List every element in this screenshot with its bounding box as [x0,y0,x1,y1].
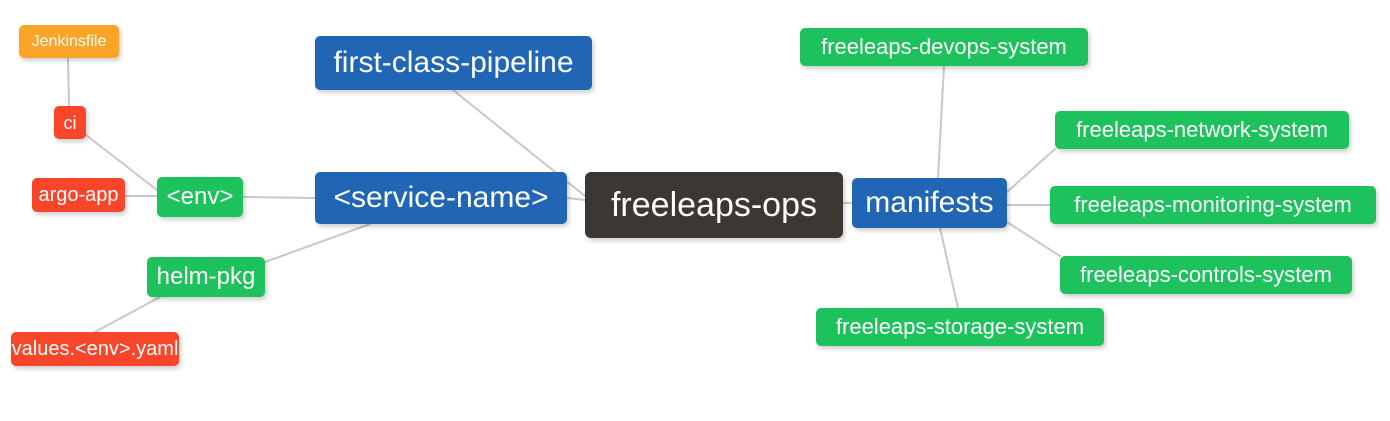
mindmap-node-helm-pkg[interactable]: helm-pkg [147,257,265,297]
mindmap-node-argo-app[interactable]: argo-app [32,178,125,212]
mindmap-node-label: argo-app [38,184,119,206]
mindmap-node-service-name[interactable]: <service-name> [315,172,567,224]
mindmap-node-label: <service-name> [333,181,549,214]
edge-manifests-to-freeleaps-devops-system [937,65,945,179]
mindmap-node-label: first-class-pipeline [333,46,574,79]
edge-helm-pkg-to-values-env-yaml [94,296,161,333]
mindmap-node-label: ci [63,112,77,133]
mindmap-node-label: freeleaps-controls-system [1080,262,1332,287]
mindmap-node-freeleaps-storage-system[interactable]: freeleaps-storage-system [816,308,1104,346]
mindmap-node-label: freeleaps-monitoring-system [1074,192,1352,217]
mindmap-node-manifests[interactable]: manifests [852,178,1007,228]
mindmap-node-label: Jenkinsfile [31,32,107,50]
edge-freeleaps-ops-to-service-name [566,197,586,201]
mindmap-node-env[interactable]: <env> [157,177,243,217]
mindmap-node-label: <env> [166,183,234,210]
edge-manifests-to-freeleaps-network-system [1006,148,1056,193]
edge-manifests-to-freeleaps-controls-system [1006,221,1061,257]
mindmap-node-label: freeleaps-network-system [1076,117,1328,142]
mindmap-node-freeleaps-network-system[interactable]: freeleaps-network-system [1055,111,1349,149]
mindmap-node-Jenkinsfile[interactable]: Jenkinsfile [19,25,119,58]
mindmap-node-ci[interactable]: ci [54,106,86,139]
edge-ci-to-Jenkinsfile [67,57,70,107]
mindmap-node-freeleaps-devops-system[interactable]: freeleaps-devops-system [800,28,1088,66]
mindmap-node-label: helm-pkg [156,263,256,290]
mindmap-node-freeleaps-controls-system[interactable]: freeleaps-controls-system [1060,256,1352,294]
mindmap-node-label: manifests [865,186,994,219]
mindmap-node-freeleaps-monitoring-system[interactable]: freeleaps-monitoring-system [1050,186,1376,224]
mindmap-node-label: freeleaps-storage-system [835,314,1085,339]
mindmap-node-label: freeleaps-ops [610,186,817,224]
edge-service-name-to-helm-pkg [264,223,371,263]
mindmap-node-freeleaps-ops[interactable]: freeleaps-ops [585,172,843,238]
edge-manifests-to-freeleaps-storage-system [939,227,959,309]
mindmap-node-label: freeleaps-devops-system [821,34,1067,59]
mindmap-node-first-class-pipeline[interactable]: first-class-pipeline [315,36,592,90]
mindmap-node-values-env-yaml[interactable]: values.<env>.yaml [11,332,179,366]
mindmap-node-label: values.<env>.yaml [11,338,179,360]
edge-service-name-to-env [242,196,316,199]
